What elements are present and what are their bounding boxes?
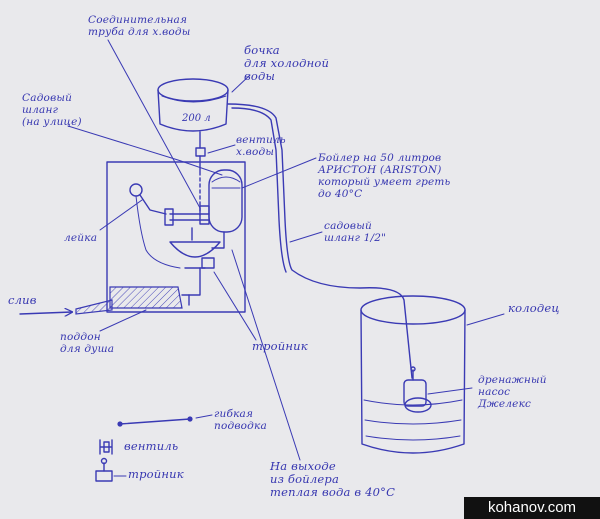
drain-arrow	[19, 312, 72, 314]
drain-pump	[403, 366, 432, 413]
boiler	[208, 169, 243, 249]
legend-valve-label: вентиль	[124, 439, 179, 453]
label-garden-hose-half: садовый шланг 1/2"	[324, 220, 387, 244]
label-connecting-pipe: Соединительная труба для х.воды	[88, 14, 191, 38]
label-shower-tray: поддон для душа	[60, 331, 115, 355]
label-boiler: Бойлер на 50 литров АРИСТОН (ARISTON) ко…	[318, 152, 451, 200]
watermark-badge: kohanov.com	[464, 497, 600, 519]
drain-pipe	[75, 299, 113, 315]
label-shower-head: лейка	[64, 232, 98, 244]
legend-flex-label: гибкая подводка	[214, 408, 267, 432]
legend-valve-symbol	[99, 439, 113, 455]
tank-volume: 200 л	[182, 113, 211, 124]
label-garden-hose-street: Садовый шланг (на улице)	[22, 92, 82, 128]
legend-tee-symbol	[95, 457, 127, 482]
label-tee-pointer: тройник	[252, 339, 308, 353]
sink	[169, 227, 221, 269]
label-cold-water-tank: бочка для холодной воды	[244, 43, 330, 83]
legend-flex-symbol	[117, 414, 213, 427]
label-drain-pump: дренажный насос Джелекс	[478, 374, 547, 410]
bathroom-box	[106, 161, 246, 313]
garden-hose-inner	[231, 107, 287, 273]
label-boiler-output: На выходе из бойлера теплая вода в 40°С	[270, 459, 396, 499]
label-well: колодец	[508, 301, 560, 315]
garden-hose	[227, 103, 413, 379]
label-drain: слив	[8, 293, 37, 307]
pointer-lines	[67, 39, 505, 461]
legend-tee-label: тройник	[128, 467, 184, 481]
mixer	[164, 205, 210, 226]
label-valve-cold: вентиль х.воды	[236, 134, 286, 158]
shower	[129, 183, 181, 269]
shower-tray	[109, 267, 201, 309]
cold-water-tank	[157, 78, 229, 132]
well	[360, 295, 466, 454]
